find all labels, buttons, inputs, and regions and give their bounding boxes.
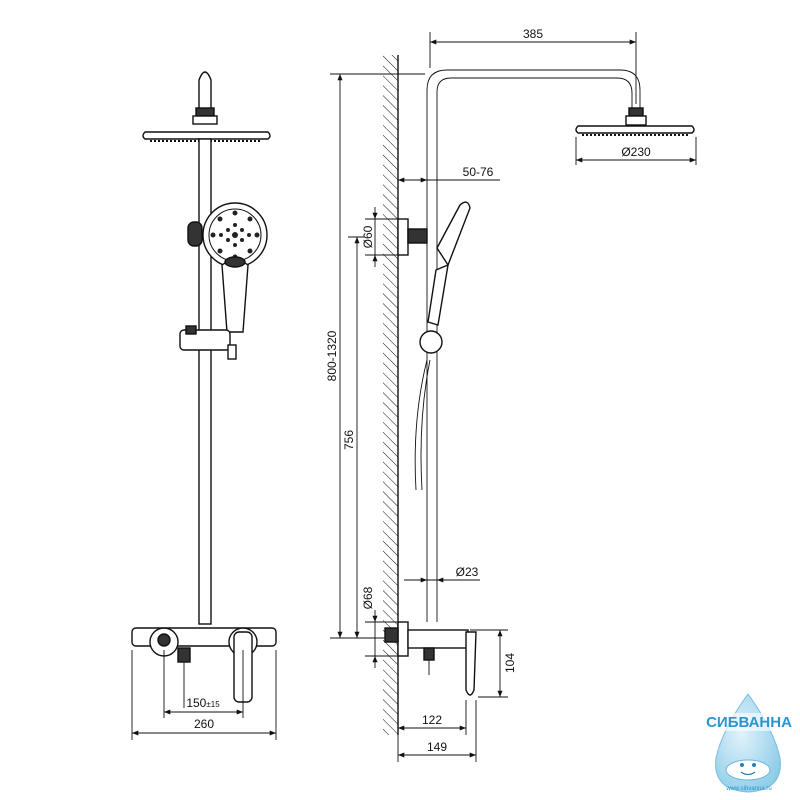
- dim-wall-clearance: 50-76: [463, 165, 494, 179]
- logo-brand-text: СИБВАННА: [706, 714, 792, 731]
- front-head-nut: [195, 107, 215, 117]
- dim-bar-height: 756: [342, 430, 356, 450]
- side-hand-shower-head: [436, 201, 471, 267]
- dim-mixer-depth: 122: [422, 713, 442, 727]
- side-mixer-body: [407, 629, 469, 649]
- front-holder-clamp: [187, 221, 203, 247]
- dim-handle-depth: 149: [427, 740, 447, 754]
- dim-arm-reach: 385: [523, 27, 543, 41]
- dim-bracket-diameter: Ø60: [361, 225, 375, 248]
- dim-width: 260: [194, 717, 214, 731]
- side-arm-inner: [436, 77, 633, 622]
- brand-logo: СИБВАННА www.sibvanna.ru: [700, 693, 798, 793]
- front-hand-shower-handle: [221, 259, 249, 333]
- side-slider-knob: [419, 330, 443, 354]
- side-hand-shower-handle: [427, 263, 449, 326]
- side-mixer-lever: [465, 631, 477, 696]
- dim-centres: 150±15: [186, 696, 220, 710]
- dim-mixer-height: 104: [503, 653, 517, 673]
- side-dimensions: 385 Ø230 50-76 Ø60 800-1320 756 Ø68: [325, 27, 697, 762]
- front-gooseneck: [198, 71, 212, 110]
- front-dimensions: 150±15 260: [131, 650, 277, 740]
- front-hand-shower-nozzles: [210, 210, 260, 260]
- front-view: [131, 71, 277, 708]
- side-escutcheon: [397, 621, 409, 657]
- dim-head-diameter: Ø230: [621, 145, 651, 159]
- side-arm-outer: [426, 69, 641, 622]
- dim-total-height: 800-1320: [325, 330, 339, 381]
- side-view: [383, 55, 695, 735]
- front-head-connector: [192, 115, 218, 125]
- front-riser-pipe: [198, 138, 212, 625]
- front-rain-head: [142, 131, 271, 140]
- side-wall-bracket: [397, 218, 409, 256]
- dim-escutcheon-diameter: Ø68: [361, 586, 375, 609]
- dim-pipe-diameter: Ø23: [456, 565, 479, 579]
- front-diverter: [177, 647, 191, 663]
- wall-hatching: [383, 55, 398, 735]
- logo-url-text: www.sibvanna.ru: [725, 786, 771, 792]
- side-rain-head: [575, 125, 695, 134]
- front-slider: [179, 329, 231, 351]
